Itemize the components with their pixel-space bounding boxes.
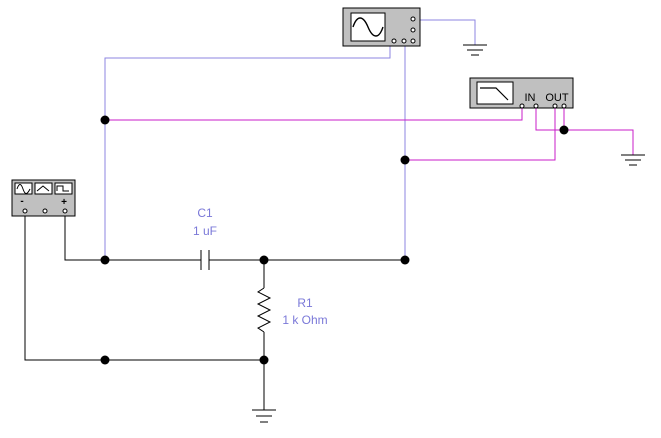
resistor-value: 1 k Ohm	[282, 313, 327, 327]
bode-in-label: IN	[525, 92, 536, 104]
generator-minus-label: -	[20, 196, 23, 207]
generator-plus-label: +	[61, 197, 67, 208]
junctions	[100, 115, 569, 365]
bode-plot-icon	[480, 87, 509, 101]
scope-wires	[104, 19, 476, 260]
sine-wave-icon	[14, 182, 33, 195]
oscilloscope-instrument[interactable]	[342, 7, 421, 47]
wire-bode-in-minus[interactable]	[535, 107, 634, 155]
ground-icon[interactable]	[463, 44, 487, 56]
junction-node[interactable]	[559, 125, 569, 135]
bode-wires	[105, 107, 634, 161]
junction-node[interactable]	[100, 355, 110, 365]
function-generator-instrument[interactable]: - +	[11, 179, 76, 217]
wire-scope-channel-a[interactable]	[104, 45, 391, 260]
junction-node[interactable]	[259, 255, 269, 265]
capacitor-value: 1 uF	[193, 224, 217, 238]
bode-out-label: OUT	[545, 92, 569, 104]
junction-node[interactable]	[259, 355, 269, 365]
bode-plotter-instrument[interactable]: IN OUT	[469, 77, 574, 109]
ground-icon[interactable]	[621, 154, 645, 166]
junction-node[interactable]	[100, 115, 110, 125]
ground-icon[interactable]	[252, 409, 276, 423]
wire-gen-plus-to-cap[interactable]	[64, 213, 195, 261]
square-wave-icon	[54, 182, 73, 195]
wire-bode-in-plus[interactable]	[105, 107, 523, 121]
circuit-wires	[24, 213, 405, 410]
oscilloscope-trace-icon	[352, 17, 384, 37]
capacitor-ref: C1	[197, 206, 213, 220]
junction-node[interactable]	[100, 255, 110, 265]
wire-bode-out-plus[interactable]	[405, 107, 556, 161]
resistor-icon[interactable]	[256, 287, 272, 333]
wire-gen-minus-to-ground[interactable]	[24, 213, 264, 361]
junction-node[interactable]	[400, 155, 410, 165]
resistor-ref: R1	[297, 296, 313, 310]
triangle-wave-icon	[34, 182, 53, 195]
wire-scope-ground[interactable]	[420, 19, 476, 45]
junction-node[interactable]	[400, 255, 410, 265]
capacitor-icon[interactable]	[195, 250, 215, 270]
